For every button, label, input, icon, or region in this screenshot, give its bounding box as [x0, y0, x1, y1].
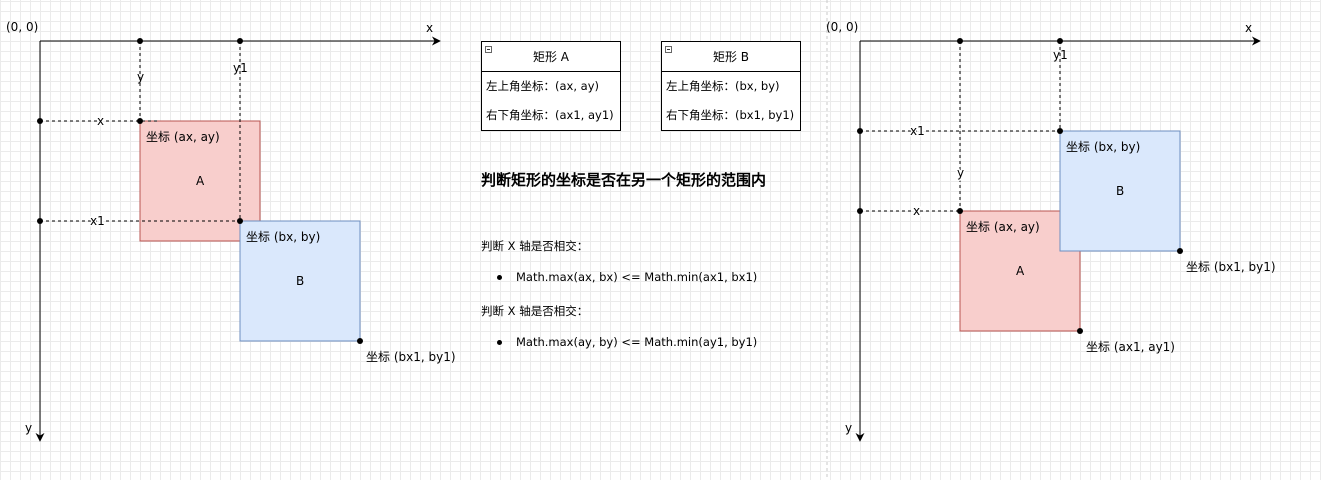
- right-rect-a-name: A: [1016, 264, 1025, 278]
- left-rect-b[interactable]: [239, 220, 361, 342]
- left-dot: [37, 218, 43, 224]
- left-label-x1: x1: [90, 214, 105, 228]
- right-rect-b-coord: 坐标 (bx, by): [1066, 140, 1140, 154]
- right-dot: [1057, 128, 1063, 134]
- right-diagram: (0, 0) x y y y1 x1 x 坐标 (bx, by) B 坐标 (a…: [826, 20, 1276, 442]
- left-dot: [237, 38, 243, 44]
- left-dot: [137, 118, 143, 124]
- left-tick-y1: y1: [233, 61, 248, 75]
- left-origin-label: (0, 0): [6, 20, 38, 34]
- right-label-x: x: [913, 204, 920, 218]
- right-rect-b-name: B: [1116, 184, 1124, 198]
- left-label-x: x: [97, 114, 104, 128]
- right-dot: [957, 38, 963, 44]
- left-rect-a-name: A: [196, 174, 205, 188]
- right-rect-a-end: 坐标 (ax1, ay1): [1086, 340, 1175, 354]
- left-dot: [237, 218, 243, 224]
- right-label-x1: x1: [910, 124, 925, 138]
- left-y-axis-label: y: [25, 421, 32, 435]
- right-rect-a-coord: 坐标 (ax, ay): [966, 220, 1040, 234]
- left-rect-a-coord: 坐标 (ax, ay): [146, 130, 220, 144]
- right-y-axis-label: y: [845, 421, 852, 435]
- right-dot: [1057, 38, 1063, 44]
- right-dot: [857, 128, 863, 134]
- right-dot: [1177, 248, 1183, 254]
- left-diagram: (0, 0) x y y y1 x x1 坐标 (ax, ay) A 坐标 (b…: [6, 20, 456, 442]
- right-origin-label: (0, 0): [826, 20, 858, 34]
- left-rect-b-end: 坐标 (bx1, by1): [366, 350, 456, 364]
- left-tick-y: y: [137, 70, 144, 84]
- right-x-axis-label: x: [1245, 21, 1252, 35]
- left-dot: [137, 38, 143, 44]
- left-x-axis-label: x: [426, 21, 433, 35]
- right-dot: [1077, 328, 1083, 334]
- right-tick-y1: y1: [1053, 48, 1068, 62]
- right-dot: [857, 208, 863, 214]
- left-dot: [357, 338, 363, 344]
- right-dot: [957, 208, 963, 214]
- right-rect-b-end: 坐标 (bx1, by1): [1186, 260, 1276, 274]
- right-tick-y: y: [957, 166, 964, 180]
- left-rect-b-coord: 坐标 (bx, by): [246, 230, 320, 244]
- left-rect-b-name: B: [296, 274, 304, 288]
- left-dot: [37, 118, 43, 124]
- right-rect-b[interactable]: [1059, 130, 1181, 252]
